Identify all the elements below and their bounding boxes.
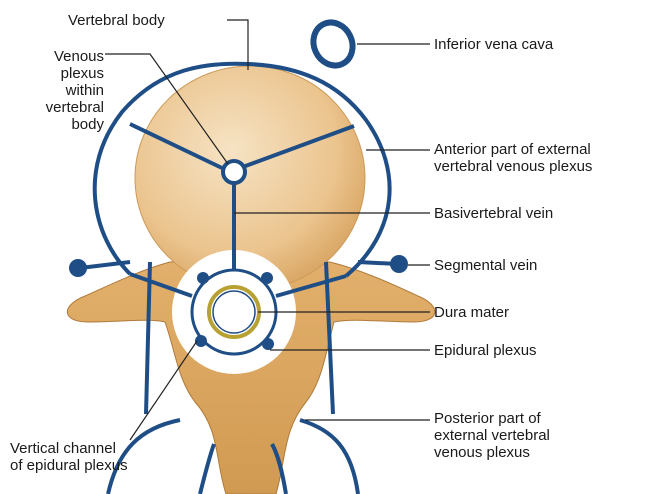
label-basivertebral-vein: Basivertebral vein	[434, 205, 553, 222]
label-anterior-external-plexus: Anterior part of external vertebral veno…	[434, 141, 592, 175]
label-epidural-plexus: Epidural plexus	[434, 342, 537, 359]
label-dura-mater: Dura mater	[434, 304, 509, 321]
label-inferior-vena-cava: Inferior vena cava	[434, 36, 553, 53]
label-vertical-channel: Vertical channel of epidural plexus	[10, 440, 128, 474]
label-vertebral-body: Vertebral body	[68, 12, 165, 29]
inferior-vena-cava	[306, 16, 359, 72]
label-venous-plexus-within-body: Venous plexus within vertebral body	[14, 48, 104, 133]
basivertebral-junction	[223, 161, 245, 183]
label-posterior-external-plexus: Posterior part of external vertebral ven…	[434, 410, 550, 461]
label-segmental-vein: Segmental vein	[434, 257, 537, 274]
